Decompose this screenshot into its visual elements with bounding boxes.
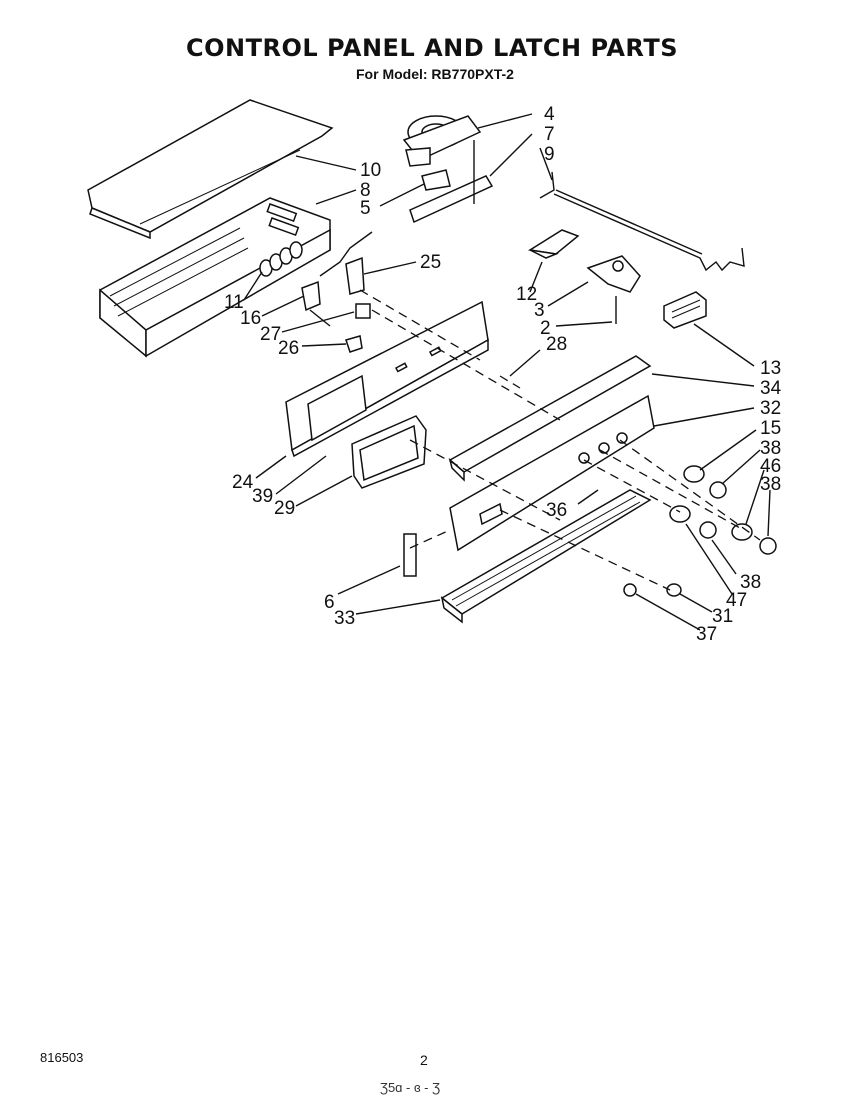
knob-15-part	[683, 465, 705, 483]
callout-37: 37	[696, 624, 717, 645]
terminal-block-part	[259, 241, 303, 277]
screw-26-part	[345, 335, 363, 353]
door-button-part	[663, 291, 707, 329]
callout-9: 9	[544, 144, 555, 165]
callout-labels: 4 7 9 10 8 5 25 11 16 27 26 12 3 2 28 13…	[224, 104, 782, 645]
clock-module-part	[351, 415, 427, 489]
callout-39: 39	[252, 486, 273, 507]
callout-31: 31	[712, 606, 733, 627]
front-panel-part	[449, 394, 655, 552]
callout-46: 46	[760, 456, 781, 477]
callout-2: 2	[540, 318, 551, 339]
knob-38a-part	[709, 481, 727, 499]
callout-25: 25	[420, 252, 441, 273]
leader-lines	[243, 113, 771, 631]
knob-47-part	[669, 505, 691, 523]
callout-34: 34	[760, 378, 782, 399]
callout-38-c: 38	[740, 572, 761, 593]
callout-38-a: 38	[760, 438, 781, 459]
latch-bracket-part	[409, 140, 494, 224]
assembly-lines	[359, 289, 761, 591]
motor-assembly-part	[402, 115, 482, 167]
callout-16: 16	[240, 308, 261, 329]
callout-36: 36	[546, 500, 567, 521]
control-panel-part	[285, 300, 489, 458]
latch-plate-part	[586, 255, 641, 293]
nut-31-part	[666, 583, 682, 597]
callout-8: 8	[360, 180, 371, 201]
callout-5: 5	[360, 198, 371, 219]
handwritten-mark: Ʒ5ɑ - ɞ - Ʒ	[380, 1080, 441, 1095]
knob-46-part	[731, 523, 753, 541]
callout-3: 3	[534, 300, 545, 321]
switch-16-part	[301, 280, 331, 327]
latch-rod-part	[539, 171, 745, 272]
callout-26: 26	[278, 338, 299, 359]
callout-12: 12	[516, 284, 537, 305]
callout-15: 15	[760, 418, 781, 439]
knob-38b-part	[759, 537, 777, 555]
switch-5-part	[421, 169, 451, 191]
trim-strip-part	[440, 489, 652, 624]
callout-10: 10	[360, 160, 381, 181]
page-number: 2	[420, 1052, 428, 1068]
latch-handle-part	[527, 229, 580, 259]
screw-37-part	[623, 583, 637, 597]
callout-32: 32	[760, 398, 781, 419]
page-title: CONTROL PANEL AND LATCH PARTS	[186, 34, 678, 62]
callout-28: 28	[546, 334, 567, 355]
callout-4: 4	[544, 104, 555, 125]
callout-24: 24	[232, 472, 254, 493]
knob-38c-part	[699, 521, 717, 539]
callout-29: 29	[274, 498, 295, 519]
channel-34-part	[448, 355, 652, 482]
side-bracket-part	[99, 197, 331, 358]
bracket-6-part	[403, 533, 417, 577]
bracket-27-part	[355, 303, 371, 319]
callout-6: 6	[324, 592, 335, 613]
callout-7: 7	[544, 124, 555, 145]
document-number: 816503	[40, 1050, 84, 1065]
switch-25-part	[319, 231, 373, 295]
callout-33: 33	[334, 608, 355, 629]
top-cover-part	[87, 99, 334, 240]
callout-38-b: 38	[760, 474, 781, 495]
callout-47: 47	[726, 590, 747, 611]
model-subtitle: For Model: RB770PXT-2	[356, 66, 514, 82]
callout-11: 11	[224, 292, 244, 313]
callout-27: 27	[260, 324, 281, 345]
callout-13: 13	[760, 358, 781, 379]
